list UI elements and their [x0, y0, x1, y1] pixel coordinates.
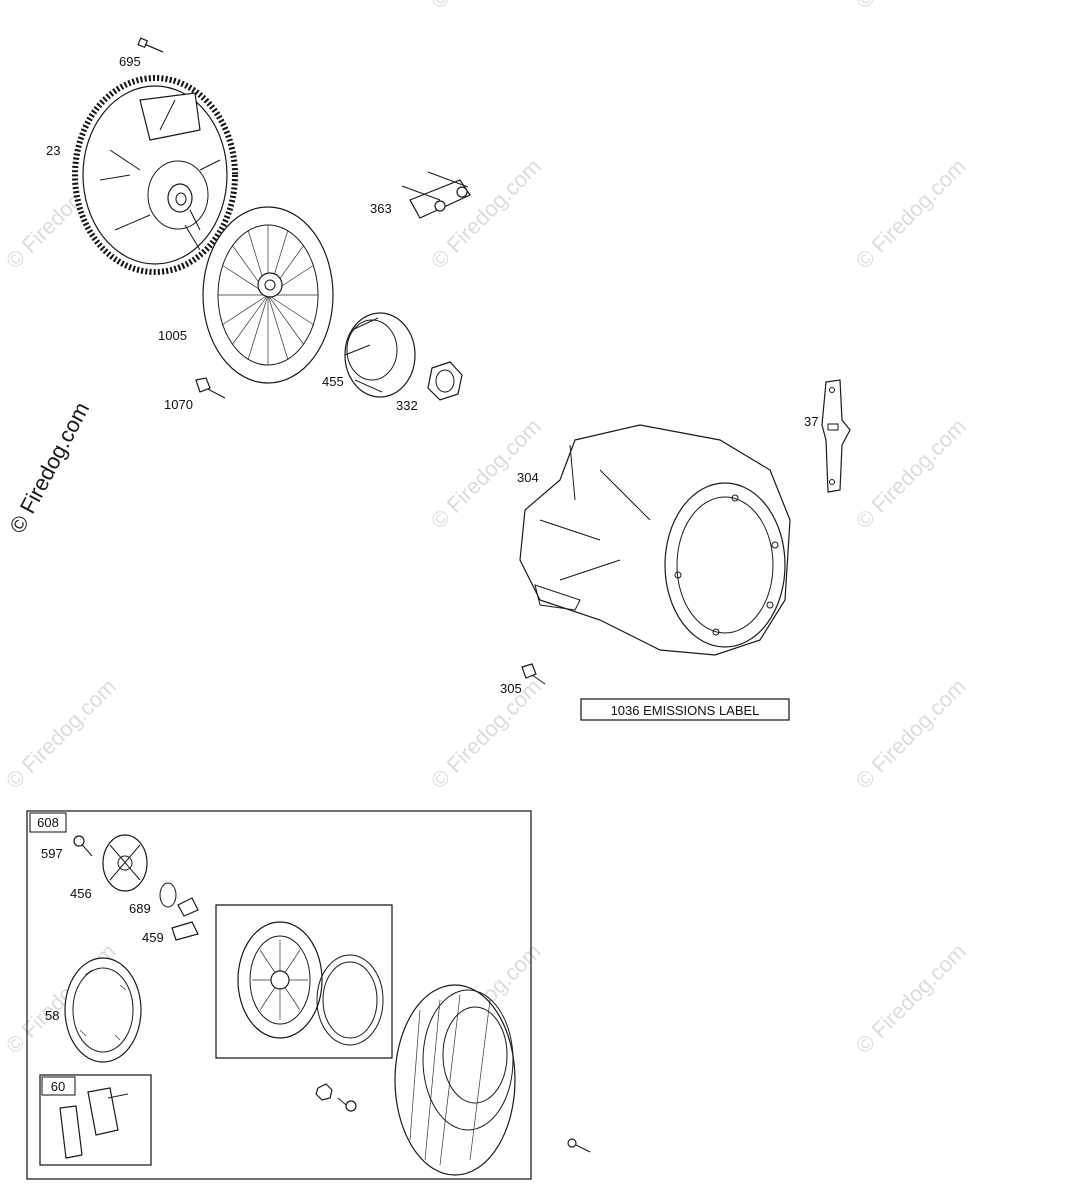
cup-455-illustration [344, 312, 416, 398]
callout-layer: 695 23 363 1005 455 332 1070 37 304 305 … [41, 54, 818, 1023]
bracket-363-illustration [401, 171, 471, 219]
nut-illustration [315, 1083, 333, 1101]
blower-housing-304-illustration [519, 424, 791, 656]
bolt-695-illustration [137, 37, 164, 53]
callout-597: 597 [41, 846, 63, 861]
emissions-label-text: 1036 EMISSIONS LABEL [611, 703, 760, 718]
screw-305-illustration [521, 663, 546, 685]
callout-1070: 1070 [164, 397, 193, 412]
watermark-text: © Firedog.com [851, 414, 971, 534]
screw-597-illustration [73, 835, 93, 857]
kit-608-frame: 608 [26, 810, 532, 1180]
fan-1005-illustration [202, 206, 334, 384]
dogs-459-illustration [171, 897, 199, 941]
callout-363: 363 [370, 201, 392, 216]
callout-455: 455 [322, 374, 344, 389]
pulley-illustration [237, 921, 323, 1039]
callout-695: 695 [119, 54, 141, 69]
nut-332-illustration [427, 361, 463, 401]
screw-illustration [337, 1097, 357, 1112]
starter-housing-illustration [394, 984, 516, 1176]
watermark-text: © Firedog.com [426, 154, 546, 274]
watermark-text: © Firedog.com [851, 939, 971, 1059]
screw-1070-illustration [195, 377, 226, 399]
flywheel-23-illustration [72, 75, 238, 275]
callout-456: 456 [70, 886, 92, 901]
callout-37: 37 [804, 414, 818, 429]
callout-1005: 1005 [158, 328, 187, 343]
callout-459: 459 [142, 930, 164, 945]
watermark-text: © Firedog.com [851, 0, 971, 14]
ring-689-illustration [159, 882, 177, 908]
spring-58-illustration [64, 957, 142, 1063]
ratchet-456-illustration [102, 834, 148, 892]
watermark-text: © Firedog.com [426, 0, 546, 14]
screw-bottom-illustration [567, 1138, 591, 1153]
callout-689: 689 [129, 901, 151, 916]
plate-37-illustration [821, 379, 851, 493]
callout-23: 23 [46, 143, 60, 158]
watermark-prominent: © Firedog.com [4, 398, 94, 537]
kit-608-label: 608 [37, 815, 59, 830]
watermark-text: © Firedog.com [851, 674, 971, 794]
watermark-text: © Firedog.com [1, 674, 121, 794]
watermark-text: © Firedog.com [851, 154, 971, 274]
callout-304: 304 [517, 470, 539, 485]
callout-332: 332 [396, 398, 418, 413]
handle-illustration [59, 1087, 129, 1159]
callout-58: 58 [45, 1008, 59, 1023]
callout-305: 305 [500, 681, 522, 696]
watermark-text: © Firedog.com [426, 674, 546, 794]
emissions-label-box: 1036 EMISSIONS LABEL [580, 698, 790, 721]
kit-60-label: 60 [51, 1079, 65, 1094]
recoil-spring-illustration [316, 954, 384, 1046]
